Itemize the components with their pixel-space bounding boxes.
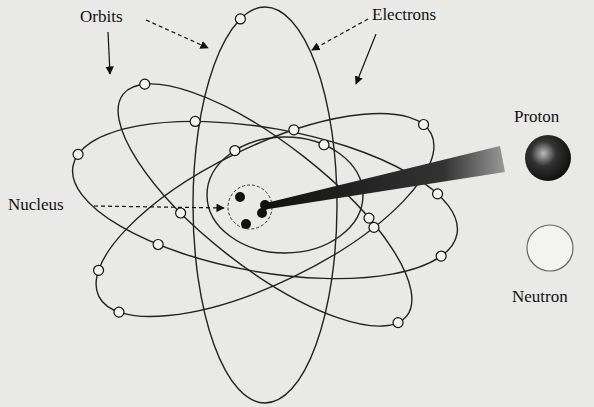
electron bbox=[364, 213, 374, 223]
nucleon bbox=[260, 200, 270, 210]
leader-lines bbox=[94, 19, 376, 208]
electron bbox=[433, 189, 443, 199]
electron bbox=[393, 318, 403, 328]
neutron-label: Neutron bbox=[512, 288, 568, 307]
proton-label: Proton bbox=[514, 108, 559, 127]
electron bbox=[235, 14, 245, 24]
orbit bbox=[85, 45, 445, 364]
electron bbox=[230, 146, 240, 156]
orbit bbox=[193, 7, 337, 403]
nucleon bbox=[235, 192, 245, 202]
electron bbox=[140, 79, 150, 89]
nucleus-label: Nucleus bbox=[8, 196, 64, 215]
electrons-label: Electrons bbox=[372, 6, 436, 25]
electron bbox=[114, 307, 124, 317]
zoom-wedge bbox=[262, 146, 505, 210]
nucleus-outline bbox=[228, 185, 272, 229]
orbit-ellipses bbox=[60, 7, 469, 403]
electron bbox=[153, 239, 163, 249]
orbits-label: Orbits bbox=[80, 8, 123, 27]
orbit bbox=[60, 95, 469, 305]
electron bbox=[94, 265, 104, 275]
electron bbox=[190, 116, 200, 126]
electron bbox=[73, 149, 83, 159]
neutron-ball bbox=[527, 225, 573, 271]
orbit bbox=[69, 73, 461, 357]
electron bbox=[436, 251, 446, 261]
electron bbox=[176, 208, 186, 218]
proton-ball bbox=[525, 135, 571, 181]
nucleon bbox=[241, 219, 251, 229]
electron bbox=[369, 222, 379, 232]
electron bbox=[319, 140, 329, 150]
electrons bbox=[73, 14, 446, 328]
electron bbox=[419, 120, 429, 130]
electron bbox=[289, 125, 299, 135]
